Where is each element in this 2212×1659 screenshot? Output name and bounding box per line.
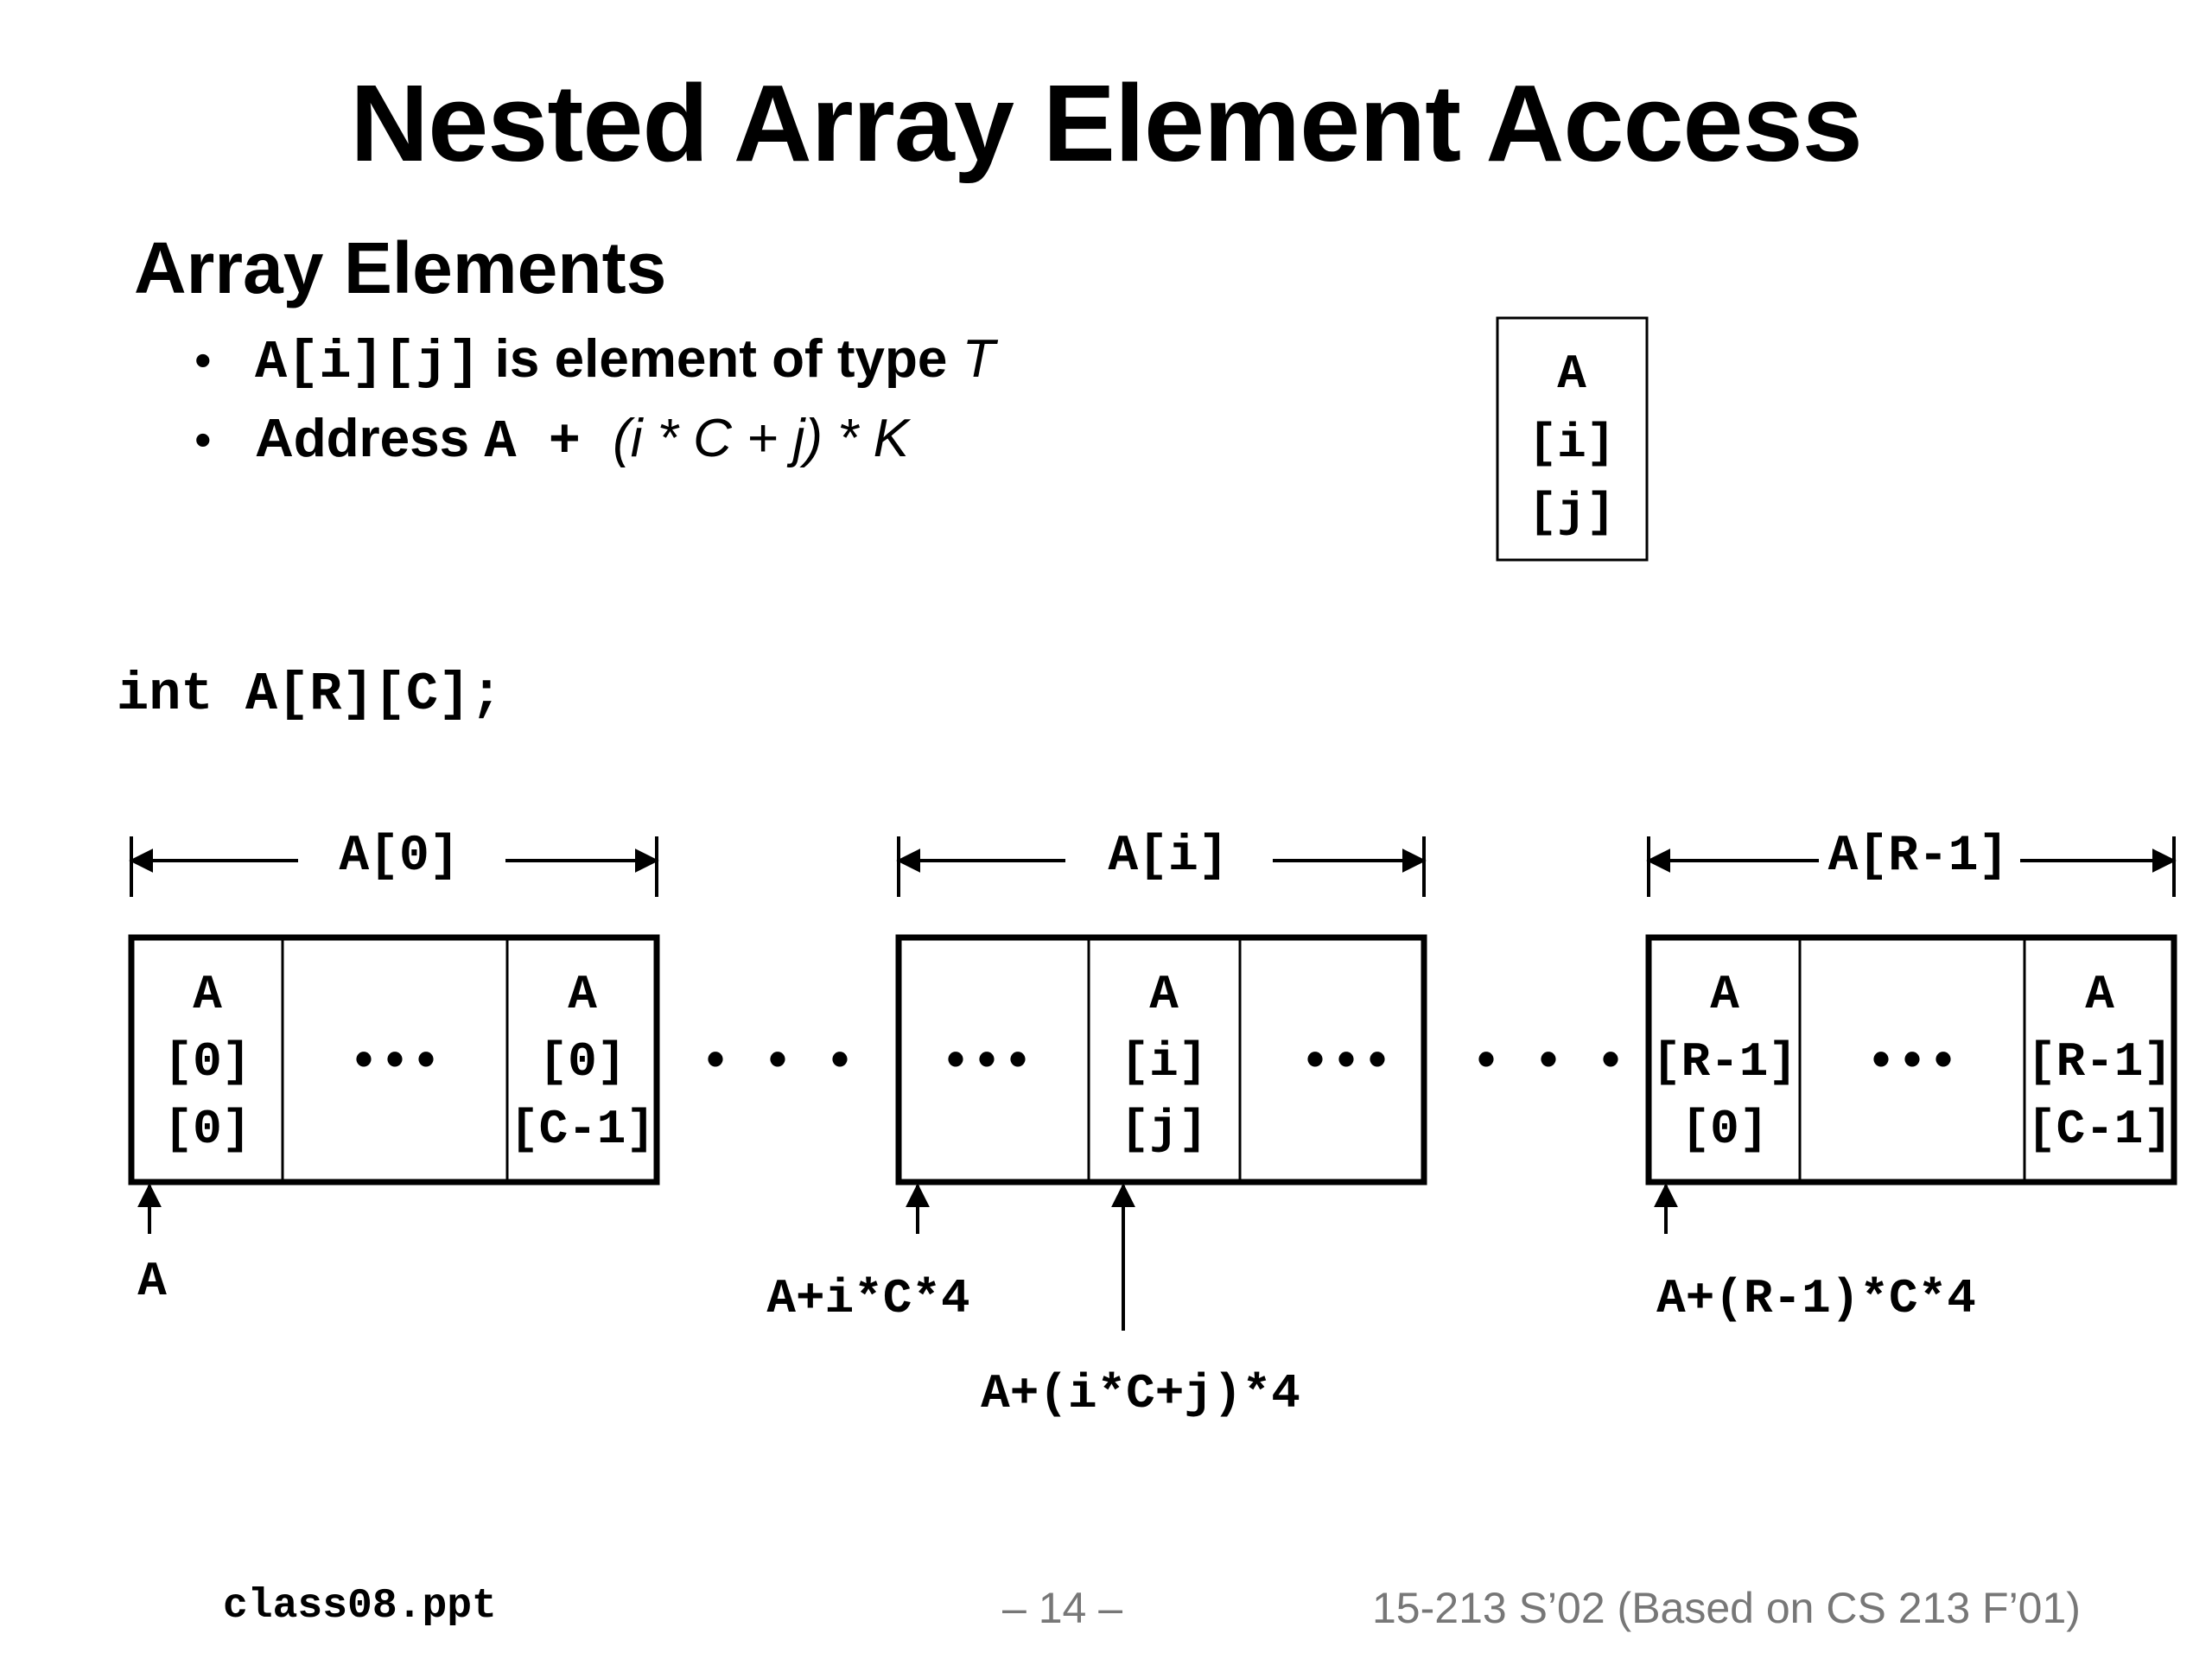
- cell-line: [j]: [1121, 1102, 1208, 1157]
- section-heading: Array Elements: [134, 227, 667, 308]
- row-label: A[0]: [339, 829, 459, 885]
- cell-line: A: [1710, 967, 1739, 1022]
- pointer-label: A+i*C*4: [766, 1271, 969, 1326]
- cell-line: [0]: [1681, 1102, 1769, 1157]
- row-box-last: A [R-1] [0] ••• A [R-1] [C-1]: [1645, 934, 2177, 1185]
- bullet-code: A[i][j]: [255, 332, 480, 393]
- cell-line: [0]: [164, 1034, 251, 1090]
- pointer-rowlast: A+(R-1)*C*4: [1654, 1183, 1976, 1326]
- bullet-address: • Address A + (i * C + j) * K: [194, 408, 909, 473]
- pointer-elem: A+(i*C+j)*4: [981, 1183, 1300, 1421]
- row-label: A[R-1]: [1828, 829, 2009, 885]
- cell-ellipsis: •••: [348, 1034, 442, 1093]
- bullet-formula: (i * C + j) * K: [613, 409, 909, 468]
- cell-line: [C-1]: [2027, 1102, 2172, 1157]
- bullet-type: T: [962, 329, 995, 389]
- cell-line: A: [568, 967, 597, 1022]
- cell-line: A: [1149, 967, 1179, 1022]
- row-box-i: ••• A [i] [j] •••: [895, 934, 1427, 1185]
- cell-line: [R-1]: [2027, 1034, 2172, 1090]
- bullet-element-type: • A[i][j] is element of type T: [194, 328, 995, 393]
- element-box: A [i] [j]: [1496, 316, 1649, 562]
- cell-line: A: [193, 967, 222, 1022]
- element-box-line: [i]: [1529, 416, 1616, 471]
- bullet-dot: •: [194, 412, 212, 467]
- cell-line: [C-1]: [510, 1102, 655, 1157]
- cell-line: [0]: [164, 1102, 251, 1157]
- cell-ellipsis: •••: [1300, 1034, 1393, 1093]
- pointer-label: A: [137, 1254, 167, 1309]
- gap-ellipsis: • • •: [1471, 1034, 1626, 1093]
- cell-line: [i]: [1121, 1034, 1208, 1090]
- cell-line: [R-1]: [1652, 1034, 1797, 1090]
- row-span-last: A[R-1]: [1646, 829, 2177, 897]
- bullet-text: is element of type: [480, 329, 963, 389]
- cell-line: [0]: [539, 1034, 626, 1090]
- footer-page-number: – 14 –: [1002, 1584, 1123, 1632]
- row-span-0: A[0]: [129, 829, 659, 897]
- element-box-line: A: [1557, 346, 1586, 402]
- bullet-code: A +: [484, 411, 613, 473]
- cell-line: A: [2085, 967, 2114, 1022]
- row-label: A[i]: [1108, 829, 1228, 885]
- slide-title: Nested Array Element Access: [350, 62, 1863, 184]
- bullet-dot: •: [194, 333, 212, 387]
- gap-ellipsis: • • •: [700, 1034, 855, 1093]
- cell-ellipsis: •••: [1866, 1034, 1959, 1093]
- cell-ellipsis: •••: [940, 1034, 1033, 1093]
- pointer-label: A+(i*C+j)*4: [981, 1366, 1300, 1421]
- footer-course: 15-213 S’02 (Based on CS 213 F’01): [1372, 1584, 2081, 1632]
- footer-filename: class08.ppt: [223, 1583, 497, 1630]
- pointer-row0: A: [137, 1183, 167, 1309]
- bullet-text: Address: [255, 409, 485, 468]
- pointer-rowi: A+i*C*4: [766, 1183, 970, 1326]
- pointer-label: A+(R-1)*C*4: [1656, 1271, 1976, 1326]
- row-span-i: A[i]: [896, 829, 1427, 897]
- element-box-line: [j]: [1529, 485, 1616, 540]
- row-box-0: A [0] [0] ••• A [0] [C-1]: [128, 934, 660, 1185]
- array-declaration: int A[R][C];: [117, 664, 503, 725]
